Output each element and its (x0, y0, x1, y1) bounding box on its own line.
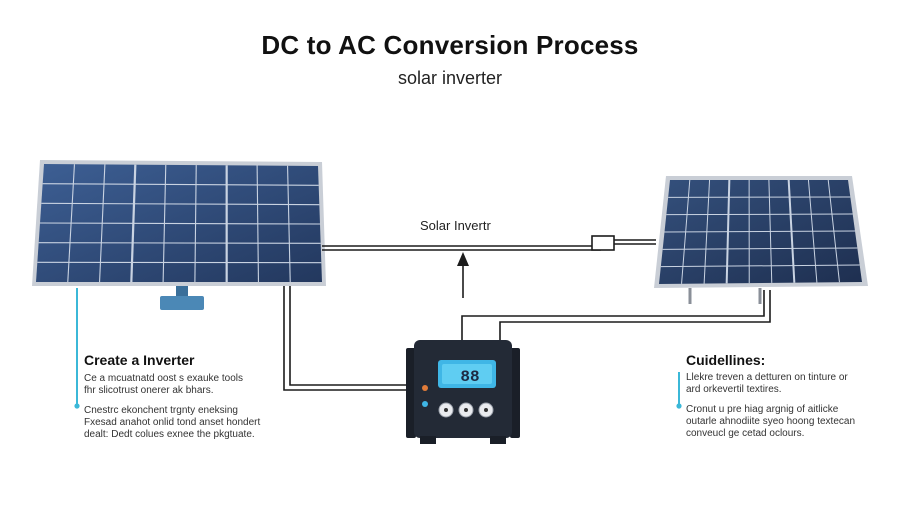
cell-divider (664, 230, 856, 233)
wire-connector (591, 235, 615, 251)
cell-divider (660, 264, 860, 268)
right-panel-cell-grid (660, 179, 860, 284)
left-panel-cell-grid (37, 164, 322, 283)
cell-divider (39, 222, 321, 225)
inverter-device: 88 (406, 340, 520, 444)
inverter-body (414, 340, 512, 438)
right-solar-panel (654, 176, 868, 304)
right-accent-dot (676, 403, 682, 409)
cell-divider (41, 202, 320, 206)
inverter-ear-right (510, 348, 520, 438)
cell-divider (666, 213, 853, 216)
caption-line: fhr slicotrust onerer ak bhars. (84, 385, 214, 396)
caption-line: Cnestrc ekonchent trgnty eneksing (84, 405, 238, 416)
right-caption-heading: Cuidellines: (686, 352, 766, 368)
caption-line: Llekre treven a detturen on tinture or (686, 372, 848, 383)
cell-divider (42, 183, 319, 186)
caption-line: conveucl ge cetad oclours. (686, 428, 805, 439)
left-caption-heading: Create a Inverter (84, 352, 195, 368)
caption-line: dealt: Dedt colues exnee the pkgtuate. (84, 429, 255, 440)
wiring (283, 235, 771, 391)
inverter-screen-inner (442, 364, 492, 384)
page-title: DC to AC Conversion Process (261, 30, 639, 60)
right-panel-surface (659, 180, 862, 284)
left-panel-mount (176, 286, 188, 298)
page-subtitle: solar inverter (397, 68, 503, 88)
left-caption-text-a: Ce a mcuatnatd oost s exauke tools fhr s… (84, 373, 243, 397)
wire-inverter-to-right-b (499, 290, 771, 340)
caption-line: outarle ahnodiite syeo hoong textecan (686, 416, 856, 427)
caption-line: ard orkevertil textires. (686, 384, 782, 395)
right-caption-text-b: Cronut u pre hiag argnig of aitlicke out… (686, 404, 855, 440)
caption-line: Fxesad anahot onlid tond anset hondert (84, 417, 261, 428)
control-button-icon (484, 408, 488, 412)
status-led-orange (422, 385, 428, 391)
left-accent-dot (74, 403, 80, 409)
inverter-foot-left (420, 436, 436, 444)
caption-line: Cronut u pre hiag argnig of aitlicke (686, 404, 839, 415)
cell-divider (662, 247, 858, 250)
inverter-label: Solar Invertr (420, 218, 491, 233)
cell-divider (38, 242, 321, 244)
arrow-up-head (457, 252, 469, 266)
inverter-display-value: 88 (460, 368, 479, 386)
wire-left-to-inverter (283, 286, 412, 391)
left-panel-mount-base (160, 296, 204, 310)
inverter-foot-right (490, 436, 506, 444)
left-solar-panel (32, 160, 326, 310)
control-button-icon (444, 408, 448, 412)
right-caption-text-a: Llekre treven a detturen on tinture or a… (686, 372, 848, 396)
status-led-blue (422, 401, 428, 407)
inverter-ear-left (406, 348, 416, 438)
wire-inverter-to-right-a (461, 290, 765, 340)
left-caption-text-b: Cnestrc ekonchent trgnty eneksing Fxesad… (84, 405, 260, 441)
caption-line: Ce a mcuatnatd oost s exauke tools (84, 373, 243, 384)
control-button-icon (464, 408, 468, 412)
wire-left-to-inverter-inner (289, 286, 412, 386)
